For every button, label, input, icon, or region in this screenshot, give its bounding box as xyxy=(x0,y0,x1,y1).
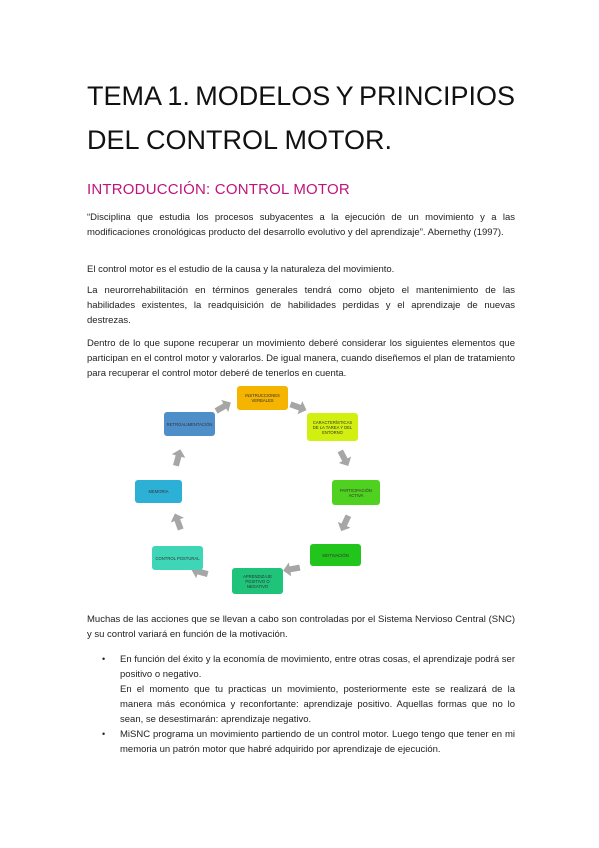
title-line-2: DEL CONTROL MOTOR. xyxy=(87,125,393,155)
node-label: MOTIVACIÓN xyxy=(322,552,349,558)
node-label: MEMORIA xyxy=(148,489,169,494)
arrow-icon xyxy=(337,449,352,466)
cycle-diagram: INSTRUCCIONES VERBALES CARACTERÍSTICAS D… xyxy=(120,380,390,594)
title-word: Y xyxy=(335,81,354,111)
node-label: APRENDIZAJE POSITIVO O NEGATIVO xyxy=(243,573,272,589)
node-control-postural: CONTROL POSTURAL xyxy=(152,546,203,570)
arrow-icon xyxy=(214,399,231,414)
neurorehab-paragraph: La neurorrehabilitación en términos gene… xyxy=(87,285,515,326)
definition-paragraph: El control motor es el estudio de la cau… xyxy=(87,264,395,275)
node-label: INSTRUCCIONES VERBALES xyxy=(245,393,280,403)
bullet-icon: • xyxy=(102,729,106,739)
node-aprendizaje: APRENDIZAJE POSITIVO O NEGATIVO xyxy=(232,568,283,594)
elements-paragraph: Dentro de lo que supone recuperar un mov… xyxy=(87,338,515,379)
bullet-text-continued: En el momento que tu practicas un movimi… xyxy=(120,684,515,725)
arrow-icon xyxy=(283,562,301,577)
title-word: MODELOS xyxy=(195,81,331,111)
section-heading: INTRODUCCIÓN: CONTROL MOTOR xyxy=(87,181,350,198)
acciones-paragraph: Muchas de las acciones que se llevan a c… xyxy=(87,614,515,640)
node-participacion-activa: PARTICIPACIÓN ACTIVA xyxy=(332,480,380,505)
bullet-text: En función del éxito y la economía de mo… xyxy=(120,654,515,680)
arrow-icon xyxy=(289,401,307,415)
title-word: TEMA xyxy=(87,81,163,111)
bullet-icon: • xyxy=(102,654,106,664)
arrow-icon xyxy=(171,449,186,467)
node-caracteristicas-tarea: CARACTERÍSTICAS DE LA TAREA Y DEL ENTORN… xyxy=(307,413,358,441)
title-word: 1. xyxy=(167,81,190,111)
node-label: CONTROL POSTURAL xyxy=(155,555,200,561)
title-line-1: TEMA 1. MODELOS Y PRINCIPIOS xyxy=(87,74,515,118)
list-item: • MiSNC programa un movimiento partiendo… xyxy=(87,727,515,757)
node-label: RETROALIMENTACIÓN xyxy=(166,421,213,427)
bullet-text: MiSNC programa un movimiento partiendo d… xyxy=(120,729,515,755)
node-label: CARACTERÍSTICAS DE LA TAREA Y DEL ENTORN… xyxy=(312,419,353,435)
bullet-list: • En función del éxito y la economía de … xyxy=(87,652,515,757)
node-label: PARTICIPACIÓN ACTIVA xyxy=(340,487,372,498)
arrow-icon xyxy=(337,514,352,532)
quote-paragraph: “Disciplina que estudia los procesos sub… xyxy=(87,212,515,238)
document-title: TEMA 1. MODELOS Y PRINCIPIOS DEL CONTROL… xyxy=(87,74,515,162)
title-word: PRINCIPIOS xyxy=(358,81,515,111)
node-instrucciones-verbales: INSTRUCCIONES VERBALES xyxy=(237,386,288,410)
arrow-icon xyxy=(170,513,184,531)
node-retroalimentacion: RETROALIMENTACIÓN xyxy=(164,412,215,436)
node-memoria: MEMORIA xyxy=(135,480,182,503)
list-item: • En función del éxito y la economía de … xyxy=(87,652,515,727)
node-motivacion: MOTIVACIÓN xyxy=(310,544,361,566)
